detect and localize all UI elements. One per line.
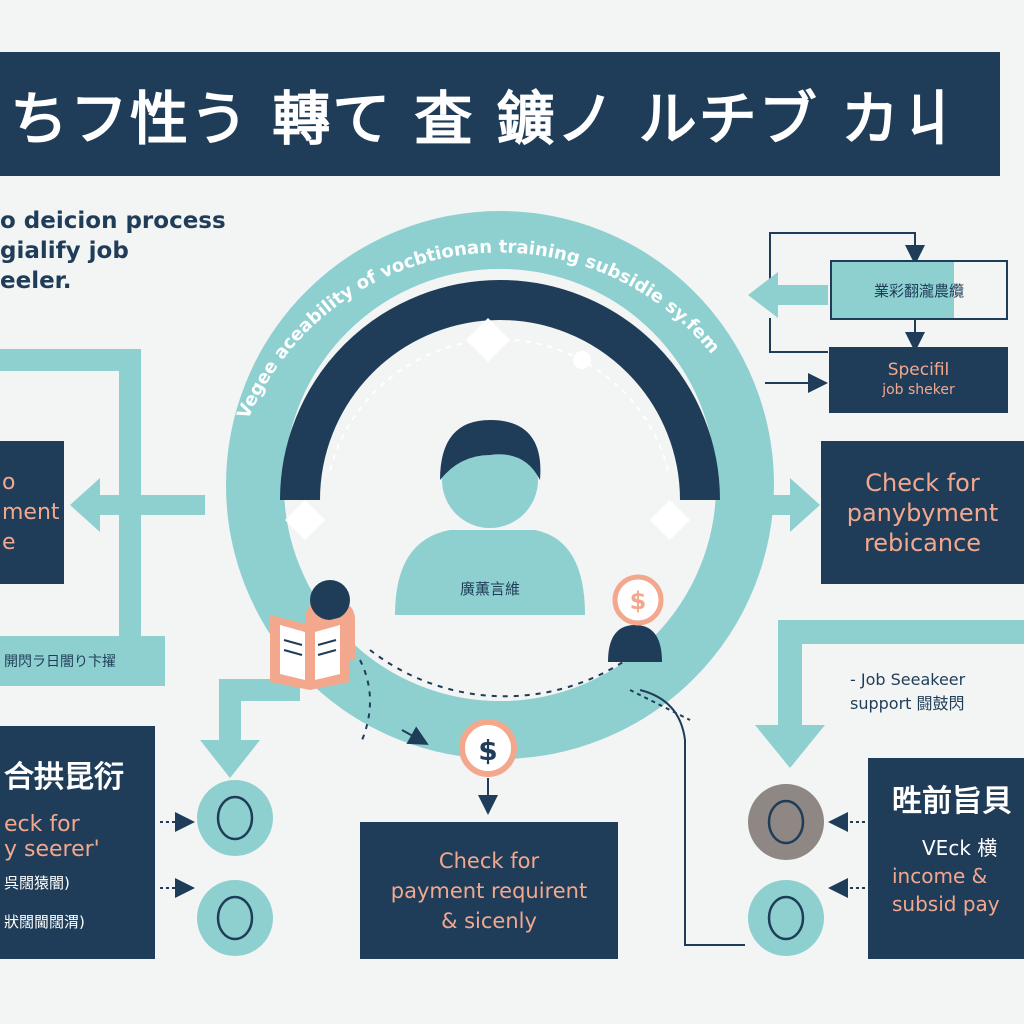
bottom-left-line-4: 狀闊閫闊渭)	[4, 913, 85, 931]
top-right-light-box: 業彩翻瀧農纜	[830, 260, 1008, 320]
right-box: Check for panybyment rebicance	[821, 441, 1024, 584]
dollar-icon-center: $	[478, 734, 497, 767]
book-reader-icon	[270, 580, 355, 690]
top-right-light-box-text: 業彩翻瀧農纜	[873, 281, 964, 300]
bottom-right-line-1: VEck 横	[922, 836, 998, 860]
bottom-center-box: Check for payment requirent & sicenly	[360, 822, 618, 959]
diamond-left	[285, 500, 325, 540]
left-box-line-2: ment	[2, 499, 60, 525]
intro-line-3: eeler.	[0, 268, 72, 294]
intro-line-1: o deicion process	[0, 208, 226, 234]
top-right-flow	[748, 232, 925, 393]
bottom-right-box: 甠前旨貝 VEck 横 income & subsid pay	[868, 758, 1024, 959]
down-arrow-left	[200, 679, 300, 778]
left-box-line-1: o	[2, 469, 16, 495]
bottom-left-line-3: 呉闊猿闇)	[4, 874, 70, 892]
intro-text: o deicion process gialify job eeler.	[0, 206, 230, 296]
center-badge: 廣薫言維	[459, 580, 520, 598]
bottom-center-line-2: payment requirent	[390, 878, 588, 903]
right-box-line-3: rebicance	[863, 528, 982, 557]
banner-title: ちフ性う 轉て 査 鑛ノ ルチブ カ丩	[10, 85, 961, 153]
diamond-top	[466, 318, 510, 362]
left-box-line-3: e	[2, 529, 16, 555]
left-arrow-head	[70, 478, 100, 532]
support-note-line-1: - Job Seeakeer	[850, 670, 966, 689]
bottom-left-box: 合拱昆衍 eck for y seerer' 呉闊猿闇) 狀闊閫闊渭)	[0, 726, 155, 959]
left-strip-text: 開閃ラ日闇り卞擢	[4, 654, 116, 670]
avatar-left-2	[197, 880, 273, 956]
bottom-right-line-3: subsid pay	[892, 892, 1000, 916]
diamond-right	[650, 500, 690, 540]
dollar-coin-center	[459, 719, 517, 777]
payment-person-icon	[608, 574, 664, 662]
left-box: o ment e	[0, 441, 64, 584]
bottom-left-heading: 合拱昆衍	[4, 760, 124, 795]
top-right-dark-box: Specifil job sheker	[829, 347, 1008, 413]
bottom-right-heading: 甠前旨貝	[892, 784, 1012, 819]
bottom-left-line-1: eck for	[4, 812, 80, 837]
intro-line-2: gialify job	[0, 238, 129, 264]
bottom-right-line-2: income &	[892, 864, 988, 888]
avatar-left-1	[197, 780, 273, 856]
right-box-line-1: Check for	[865, 468, 980, 497]
dollar-icon-right: $	[630, 587, 647, 615]
support-note: - Job Seeakeer support 闘鼓閃	[850, 668, 1020, 716]
central-person-icon	[395, 420, 585, 615]
bottom-center-line-3: & sicenly	[441, 908, 537, 933]
down-arrow-right	[755, 620, 1024, 768]
inner-dark-arc	[280, 280, 720, 501]
dot-marker	[573, 351, 591, 369]
support-note-line-2: support 闘鼓閃	[850, 694, 965, 713]
left-strip: 開閃ラ日闇り卞擢	[0, 636, 165, 686]
avatar-right-1	[748, 784, 824, 860]
avatar-right-2	[748, 880, 824, 956]
top-right-dark-line-2: job sheker	[882, 382, 955, 398]
top-right-dark-line-1: Specifil	[887, 360, 950, 380]
right-arrow-head	[790, 478, 820, 532]
bottom-center-line-1: Check for	[438, 848, 540, 873]
right-box-line-2: panybyment	[846, 498, 999, 527]
title-banner: ちフ性う 轉て 査 鑛ノ ルチブ カ丩	[0, 52, 1000, 176]
bottom-left-line-2: y seerer'	[4, 837, 100, 862]
